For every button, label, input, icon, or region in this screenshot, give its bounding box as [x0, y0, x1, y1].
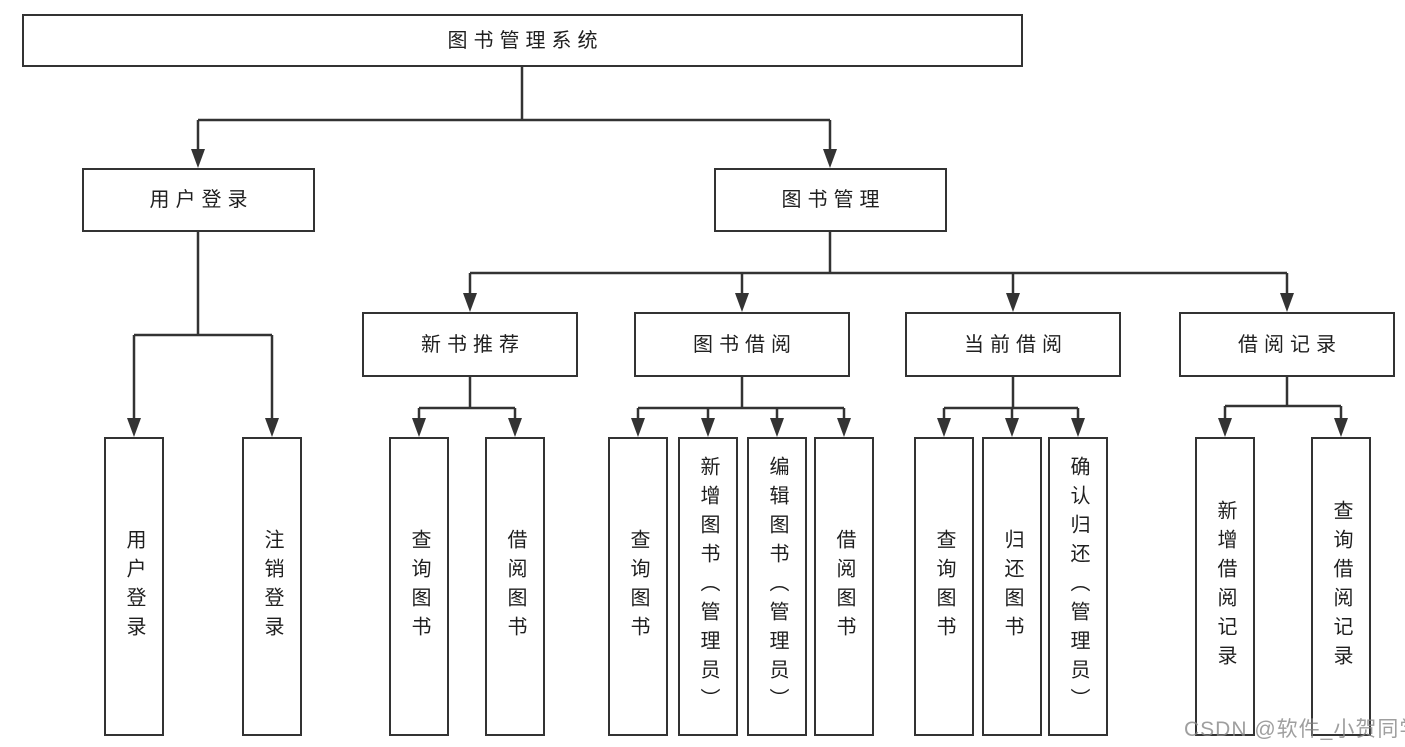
node-current-borrow: 当前借阅	[905, 312, 1121, 377]
node-label: 查询图书	[933, 528, 955, 645]
leaf-bb-edit-books-admin: 编辑图书（管理员）	[747, 437, 807, 736]
node-new-book-recommend: 新书推荐	[362, 312, 578, 377]
node-label: 当前借阅	[964, 333, 1068, 356]
node-label: 确认归还（管理员）	[1067, 456, 1089, 717]
node-label: 编辑图书（管理员）	[766, 456, 788, 717]
node-label: 图书管理系统	[447, 29, 604, 52]
node-label: 借阅图书	[833, 528, 855, 645]
node-label: 借阅记录	[1238, 333, 1342, 356]
node-label: 查询借阅记录	[1330, 499, 1352, 674]
leaf-cb-confirm-return-admin: 确认归还（管理员）	[1048, 437, 1108, 736]
node-label: 归还图书	[1001, 528, 1023, 645]
node-label: 图书管理	[781, 189, 886, 211]
leaf-nb-query-books: 查询图书	[389, 437, 449, 736]
csdn-watermark: CSDN @软件_小贺同学	[1184, 718, 1405, 741]
node-book-borrow: 图书借阅	[634, 312, 850, 377]
leaf-logout: 注销登录	[242, 437, 302, 736]
node-label: 图书借阅	[693, 333, 797, 356]
node-book-management-system: 图书管理系统	[22, 14, 1023, 67]
leaf-bb-add-books-admin: 新增图书（管理员）	[678, 437, 738, 736]
node-label: 新增图书（管理员）	[697, 456, 719, 717]
leaf-nb-borrow-books: 借阅图书	[485, 437, 545, 736]
arrowheads	[127, 149, 1348, 437]
leaf-br-add-record: 新增借阅记录	[1195, 437, 1255, 736]
node-label: 新书推荐	[421, 333, 525, 356]
leaf-cb-query-books: 查询图书	[914, 437, 974, 736]
node-label: 查询图书	[408, 528, 430, 645]
leaf-user-login: 用户登录	[104, 437, 164, 736]
leaf-cb-return-books: 归还图书	[982, 437, 1042, 736]
node-label: 用户登录	[123, 528, 145, 645]
node-user-login: 用户登录	[82, 168, 315, 232]
node-label: 用户登录	[149, 189, 254, 211]
leaf-br-query-record: 查询借阅记录	[1311, 437, 1371, 736]
node-book-management: 图书管理	[714, 168, 947, 232]
leaf-bb-borrow-books: 借阅图书	[814, 437, 874, 736]
node-borrow-record: 借阅记录	[1179, 312, 1395, 377]
node-label: 注销登录	[261, 528, 283, 645]
leaf-bb-query-books: 查询图书	[608, 437, 668, 736]
node-label: 借阅图书	[504, 528, 526, 645]
node-label: 新增借阅记录	[1214, 499, 1236, 674]
node-label: 查询图书	[627, 528, 649, 645]
